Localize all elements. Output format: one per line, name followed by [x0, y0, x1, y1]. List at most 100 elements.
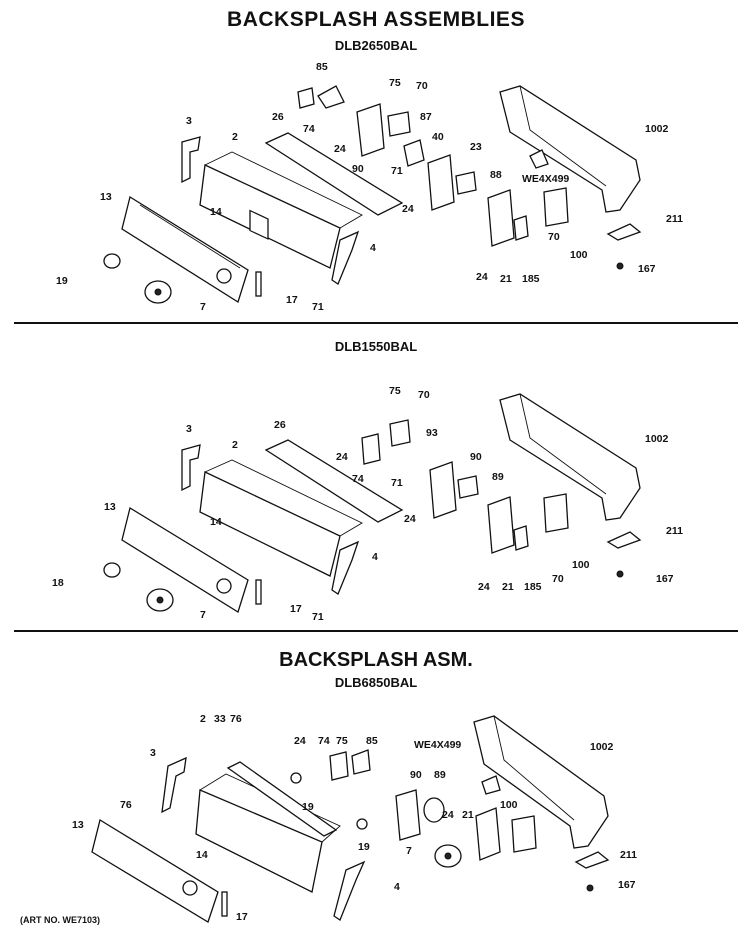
bracket-3 [181, 136, 201, 184]
part-number-label: 4 [370, 242, 376, 254]
cover-26 [264, 439, 404, 523]
part-number-label: 21 [502, 581, 514, 593]
bracket-74 [329, 751, 349, 781]
part-number-label: 100 [500, 799, 518, 811]
part-number-label: 4 [394, 881, 400, 893]
part-number-label: 24 [478, 581, 490, 593]
model-label-3: DLB6850BAL [334, 675, 418, 690]
part-number-label: 93 [426, 427, 438, 439]
part-number-label: 90 [352, 163, 364, 175]
part-number-label: 76 [120, 799, 132, 811]
part-number-label: 70 [548, 231, 560, 243]
part-number-label: 167 [618, 879, 636, 891]
part-number-label: 74 [352, 473, 364, 485]
part-number-label: 89 [492, 471, 504, 483]
part-number-label: WE4X499 [522, 173, 569, 185]
part-number-label: 2 [232, 131, 238, 143]
console-housing-2 [199, 471, 341, 577]
switch-89 [423, 797, 445, 823]
diagram-section-1: 85 75 70 3 2 26 74 87 40 1002 24 90 23 7… [56, 61, 683, 313]
clip-17 [255, 579, 262, 605]
part-number-label: 85 [366, 735, 378, 747]
part-number-label: 3 [186, 115, 192, 127]
part-number-label: 74 [303, 123, 315, 135]
knob-19 [290, 772, 302, 784]
part-number-label: 24 [402, 203, 414, 215]
section-divider-2 [14, 630, 738, 632]
switch-85 [317, 85, 345, 109]
switch-85 [351, 749, 371, 775]
part-number-label: 100 [572, 559, 590, 571]
part-number-label: 1002 [590, 741, 614, 753]
part-number-label: 75 [336, 735, 348, 747]
part-number-label: 167 [656, 573, 674, 585]
part-number-label: 21 [462, 809, 474, 821]
clip-211 [606, 223, 642, 241]
board-21 [475, 807, 501, 861]
part-number-label: 90 [470, 451, 482, 463]
part-number-label: 24 [334, 143, 346, 155]
switch-89 [457, 475, 479, 499]
bracket-74 [361, 433, 381, 465]
knob-18 [103, 562, 121, 578]
part-number-label: 24 [476, 271, 488, 283]
console-housing-2 [195, 789, 323, 893]
diagram-section-2: 75 70 3 2 26 93 1002 24 90 74 71 89 24 1… [52, 385, 683, 623]
part-number-label: 14 [210, 516, 222, 528]
part-number-label: 13 [72, 819, 84, 831]
part-number-label: 17 [290, 603, 302, 615]
board-21 [487, 189, 515, 247]
bracket-4 [331, 230, 360, 285]
cover-26 [264, 132, 404, 216]
screw-167 [616, 262, 624, 270]
part-number-label: 1002 [645, 433, 669, 445]
switch-plate-90 [395, 789, 421, 841]
part-number-label: 75 [389, 385, 401, 397]
part-185 [513, 525, 529, 551]
part-number-label: 100 [570, 249, 588, 261]
part-number-label: 17 [286, 294, 298, 306]
part-number-label: 74 [318, 735, 330, 747]
front-panel-13 [91, 818, 219, 923]
backsplash-1002 [499, 85, 641, 213]
part-number-label: 211 [666, 525, 683, 537]
part-number-label: 89 [434, 769, 446, 781]
backsplash-1002 [499, 393, 641, 521]
art-number: (ART NO. WE7103) [20, 915, 101, 925]
part-number-label: 90 [410, 769, 422, 781]
part-number-label: 85 [316, 61, 328, 73]
part-number-label: 13 [100, 191, 112, 203]
part-number-label: 1002 [645, 123, 669, 135]
part-number-label: 87 [420, 111, 432, 123]
timer-motor-100 [543, 187, 569, 227]
part-number-label: 211 [620, 849, 637, 861]
part-number-label: 17 [236, 911, 248, 923]
bracket-4 [333, 860, 366, 921]
part-number-label: 26 [274, 419, 286, 431]
part-number-label: 2 [200, 713, 206, 725]
part-number-label: 24 [404, 513, 416, 525]
part-number-label: 70 [552, 573, 564, 585]
part-number-label: 167 [638, 263, 656, 275]
clip-211 [606, 531, 642, 549]
part-number-label: 71 [312, 301, 324, 313]
part-number-label: 23 [470, 141, 482, 153]
part-number-label: 40 [432, 131, 444, 143]
knob-19b [356, 818, 368, 830]
bracket-74 [297, 87, 315, 109]
part-number-label: 7 [406, 845, 412, 857]
part-number-label: 24 [336, 451, 348, 463]
switch-plate-90 [356, 103, 385, 157]
part-number-label: 3 [150, 747, 156, 759]
part-number-label: 19 [56, 275, 68, 287]
part-number-label: 19 [358, 841, 370, 853]
switch-87 [387, 111, 411, 137]
part-number-label: 185 [524, 581, 542, 593]
part-number-label: 14 [210, 206, 222, 218]
clip-211 [574, 851, 610, 869]
part-number-label: 24 [442, 809, 454, 821]
section-title-2: BACKSPLASH ASM. [279, 649, 473, 671]
section-divider-1 [14, 322, 738, 324]
connector-40 [403, 139, 425, 167]
